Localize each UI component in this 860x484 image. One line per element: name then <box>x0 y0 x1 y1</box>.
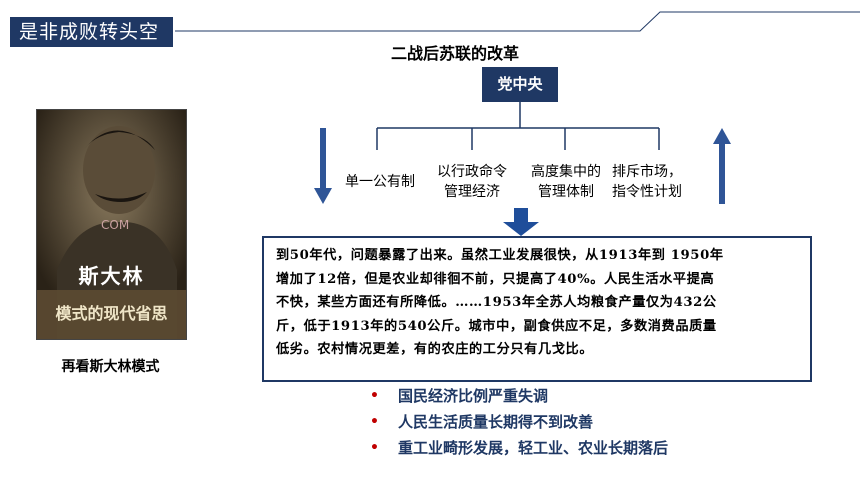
book-caption: 再看斯大林模式 <box>61 359 160 375</box>
down-arrow-icon <box>314 128 332 204</box>
quote-line: 低劣。农村情况更差，有的农庄的工分只有几戈比。 <box>276 342 594 357</box>
header-decoration <box>175 11 860 32</box>
book-watermark: COM <box>101 218 130 232</box>
block-down-arrow-icon <box>503 208 539 236</box>
book-title: 斯大林 <box>78 264 145 288</box>
branch-planned-economy: 排斥市场，指令性计划 <box>612 164 682 200</box>
conclusion-list: •国民经济比例严重失调 •人民生活质量长期得不到改善 •重工业畸形发展，轻工业、… <box>370 383 668 461</box>
bullet-icon: • <box>370 414 379 430</box>
quote-line: 斤，低于1913年的540公斤。城市中，副食供应不足，多数消费品质量 <box>276 318 717 334</box>
conclusion-item: •国民经济比例严重失调 <box>370 383 668 409</box>
bullet-icon: • <box>370 440 379 456</box>
top-node: 党中央 <box>482 67 558 102</box>
branch-centralized-system: 高度集中的管理体制 <box>531 164 601 200</box>
stalin-portrait-icon <box>37 110 186 339</box>
bullet-icon: • <box>370 388 379 404</box>
branch-public-ownership: 单一公有制 <box>345 174 415 190</box>
up-arrow-icon <box>713 128 731 204</box>
page-title: 是非成败转头空 <box>10 17 173 47</box>
quote-line: 增加了12倍，但是农业却徘徊不前，只提高了40%。人民生活水平提高 <box>276 271 715 287</box>
branch-administrative-orders: 以行政命令管理经济 <box>437 164 507 200</box>
book-cover-image: COM 斯大林 模式的现代省思 <box>36 109 187 340</box>
quote-box: 到50年代，问题暴露了出来。虽然工业发展很快，从1913年到 1950年 增加了… <box>262 236 812 382</box>
conclusion-item: •重工业畸形发展，轻工业、农业长期落后 <box>370 435 668 461</box>
conclusion-item: •人民生活质量长期得不到改善 <box>370 409 668 435</box>
book-subtitle: 模式的现代省思 <box>55 304 168 323</box>
quote-line: 不快，某些方面还有所降低。……1953年全苏人均粮食产量仅为432公 <box>276 295 717 310</box>
quote-line: 到50年代，问题暴露了出来。虽然工业发展很快，从1913年到 1950年 <box>276 248 724 263</box>
diagram-title: 二战后苏联的改革 <box>390 44 519 63</box>
